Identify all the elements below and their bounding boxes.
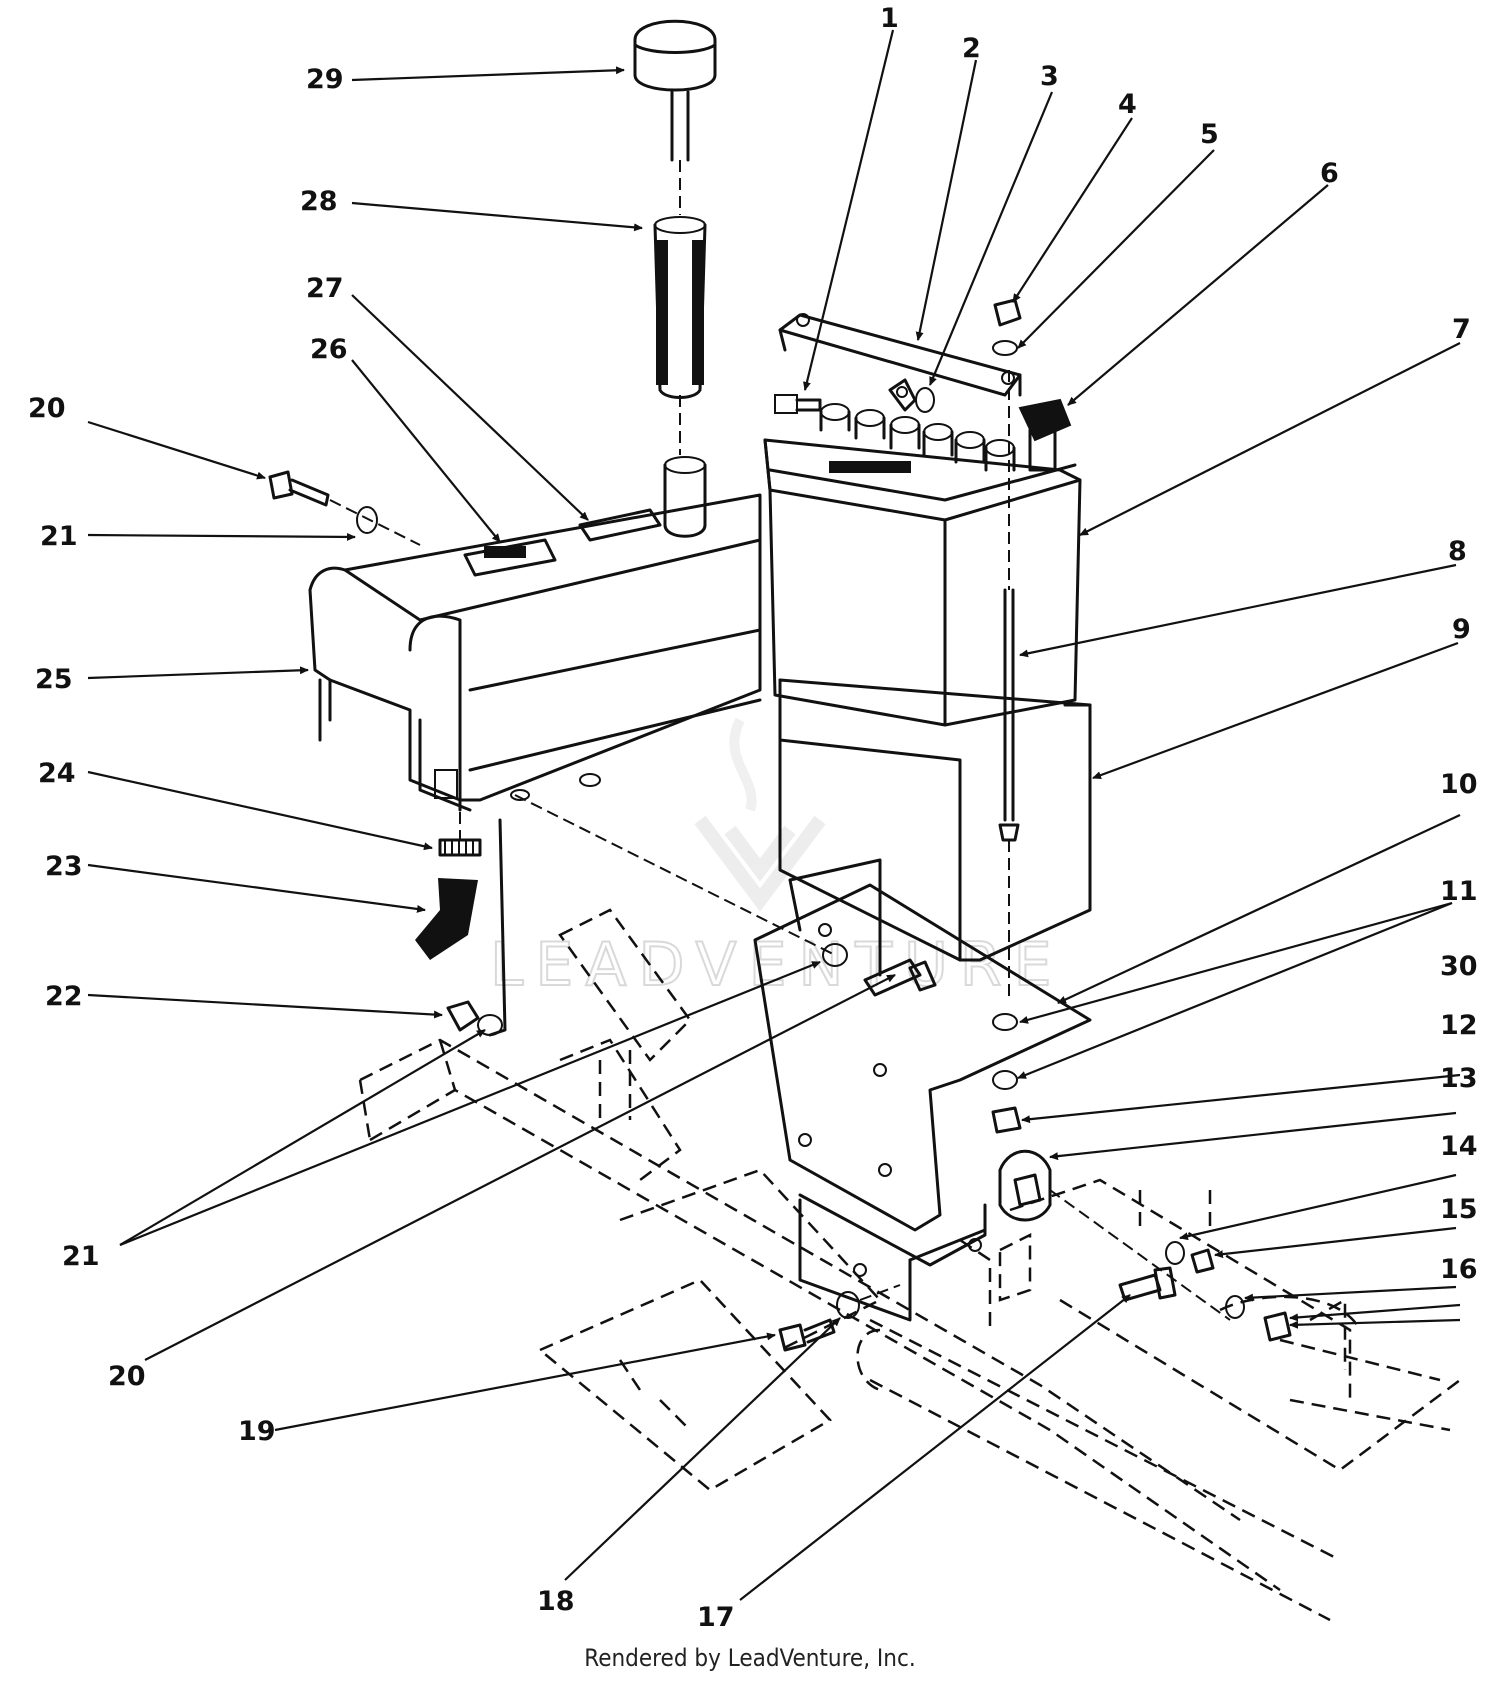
callout-29[interactable]: 29	[306, 64, 344, 95]
callout-4[interactable]: 4	[1118, 89, 1137, 120]
callout-19[interactable]: 19	[238, 1416, 276, 1447]
callout-23[interactable]: 23	[45, 851, 83, 882]
washer-21-top	[356, 506, 378, 534]
footer-credit: Rendered by LeadVenture, Inc.	[584, 1644, 916, 1672]
battery-tray	[778, 678, 1092, 962]
callout-2[interactable]: 2	[962, 33, 981, 64]
fuel-cap-29	[633, 19, 717, 215]
nut-12	[991, 1106, 1022, 1134]
callout-25[interactable]: 25	[35, 664, 73, 695]
decal-27	[578, 508, 662, 542]
callout-12[interactable]: 12	[1440, 1010, 1478, 1041]
callout-7[interactable]: 7	[1452, 314, 1471, 345]
battery-mount-bracket	[753, 858, 1092, 1322]
washer-11-upper	[992, 1013, 1018, 1031]
battery-cell-caps	[819, 403, 1016, 472]
solenoid-13	[998, 1149, 1231, 1321]
nut-3	[915, 387, 935, 413]
callout-3[interactable]: 3	[1040, 61, 1059, 92]
callout-10[interactable]: 10	[1440, 769, 1478, 800]
washer-18	[836, 1291, 860, 1319]
callout-21-lower[interactable]: 21	[62, 1241, 100, 1272]
callout-30[interactable]: 30	[1440, 951, 1478, 982]
callout-1[interactable]: 1	[880, 3, 899, 34]
washer-14	[1165, 1241, 1185, 1265]
filler-neck	[663, 456, 707, 538]
washer-15	[1225, 1295, 1245, 1319]
callout-28[interactable]: 28	[300, 186, 338, 217]
nut-14	[1190, 1248, 1215, 1274]
callout-27[interactable]: 27	[306, 273, 344, 304]
callout-20-upper[interactable]: 20	[28, 393, 66, 424]
cover-mount-leg	[488, 818, 507, 1037]
washer-21-center	[822, 943, 848, 967]
callout-15[interactable]: 15	[1440, 1194, 1478, 1225]
nut-22	[446, 1000, 480, 1032]
callout-13[interactable]: 13	[1440, 1063, 1478, 1094]
filler-tube-28	[653, 216, 707, 455]
fuel-tank-cover	[308, 493, 762, 812]
bolt-20-top	[268, 470, 330, 507]
callout-8[interactable]: 8	[1448, 536, 1467, 567]
nut-16	[1263, 1311, 1292, 1342]
callout-17[interactable]: 17	[697, 1602, 735, 1633]
callout-11[interactable]: 11	[1440, 876, 1478, 907]
watermark-logo	[694, 717, 826, 912]
callout-5[interactable]: 5	[1200, 119, 1219, 150]
callout-6[interactable]: 6	[1320, 158, 1339, 189]
callout-20-lower[interactable]: 20	[108, 1361, 146, 1392]
callout-26[interactable]: 26	[310, 334, 348, 365]
leader-lines	[87, 29, 1461, 1601]
vent-decal-26	[463, 538, 557, 577]
callout-24[interactable]: 24	[38, 758, 76, 789]
hose-clamp-24	[438, 838, 482, 857]
tractor-frame	[358, 908, 1461, 1622]
hold-down-strap	[778, 313, 1022, 397]
callouts: 1 2 3 4 5 6 7 8 9 10 11 30 12 13 14 15 1…	[28, 3, 1478, 1633]
hold-down-rod	[998, 370, 1020, 1000]
nut-4	[993, 298, 1022, 327]
callout-21-upper[interactable]: 21	[40, 521, 78, 552]
battery-cable-cover	[1018, 398, 1072, 442]
callout-22[interactable]: 22	[45, 981, 83, 1012]
callout-14[interactable]: 14	[1440, 1131, 1478, 1162]
bolt-1	[774, 394, 822, 414]
watermark-text: LEADVENTURE	[490, 930, 1064, 1000]
callout-16[interactable]: 16	[1440, 1254, 1478, 1285]
washer-11-lower	[992, 1070, 1018, 1090]
callout-18[interactable]: 18	[537, 1586, 575, 1617]
battery	[763, 403, 1082, 727]
callout-9[interactable]: 9	[1452, 614, 1471, 645]
bolt-20-center	[863, 958, 937, 997]
battery-terminal	[888, 378, 917, 412]
washer-5	[992, 340, 1018, 356]
fuel-hose-23	[415, 878, 478, 960]
